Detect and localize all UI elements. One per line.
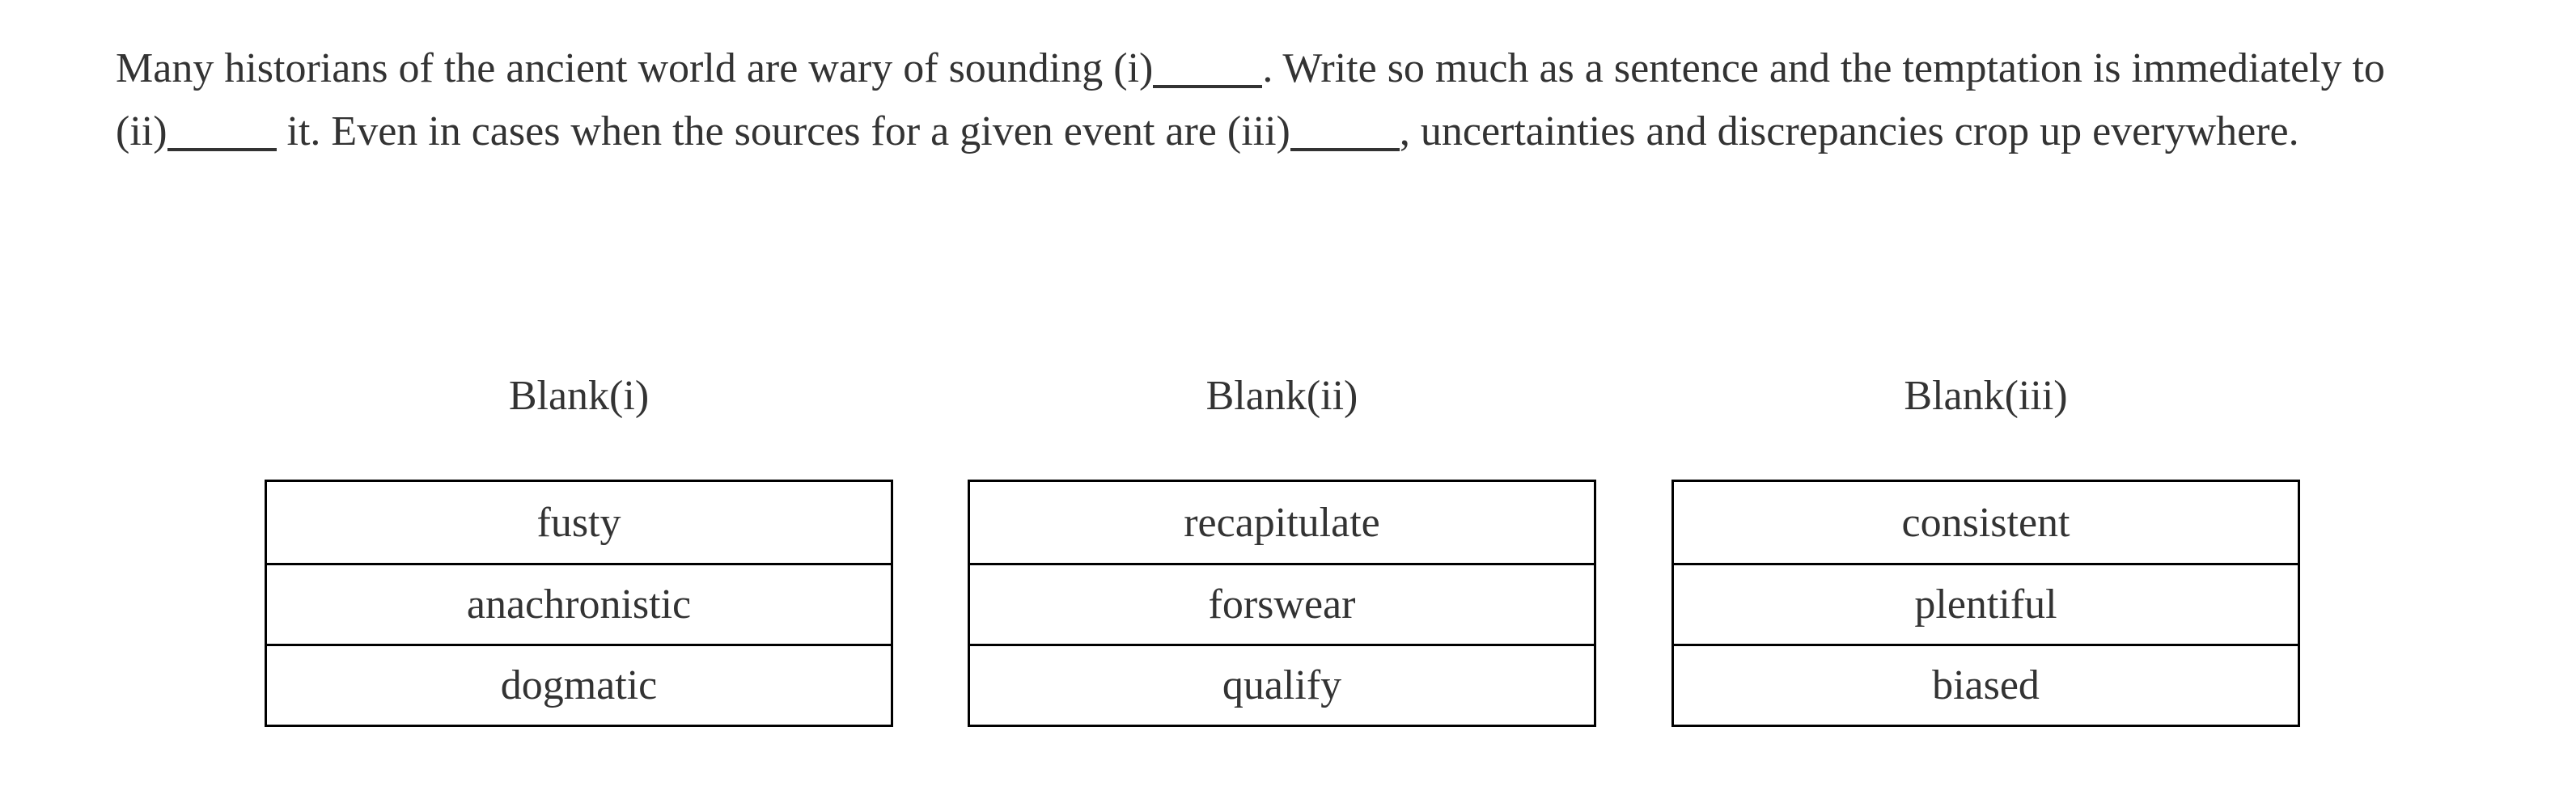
blank-ii-column: Blank(ii) recapitulate forswear qualify (968, 372, 1596, 727)
blank-iii-marker: (iii) (1227, 108, 1290, 154)
blank-ii-marker: (ii) (116, 108, 167, 154)
answer-option[interactable]: qualify (970, 644, 1594, 725)
blank-iii-column: Blank(iii) consistent plentiful biased (1671, 372, 2300, 727)
answer-option[interactable]: plentiful (1674, 563, 2298, 644)
blank-i-marker: (i) (1113, 45, 1154, 91)
blank-iii-options-table: consistent plentiful biased (1671, 480, 2300, 727)
blank-ii-column-header: Blank(ii) (1205, 373, 1358, 419)
blank-i-line (1153, 85, 1263, 88)
blank-ii-options-table: recapitulate forswear qualify (968, 480, 1596, 727)
answer-option[interactable]: recapitulate (1184, 499, 1380, 546)
answer-option[interactable]: consistent (1901, 499, 2070, 546)
passage-segment-3: it. Even in cases when the sources for a… (276, 108, 1227, 154)
blank-i-column: Blank(i) fusty anachronistic dogmatic (265, 372, 893, 727)
blank-iii: (iii) (1227, 108, 1400, 154)
blank-i-options-table: fusty anachronistic dogmatic (265, 480, 893, 727)
blank-iii-line (1290, 148, 1400, 151)
passage-segment-1: Many historians of the ancient world are… (116, 45, 1114, 91)
answer-option[interactable]: anachronistic (267, 563, 891, 644)
passage-segment-2: . Write so much as a sentence and the te… (1262, 45, 2385, 91)
blank-i-column-header: Blank(i) (508, 373, 650, 419)
blank-ii: (ii) (116, 108, 277, 154)
passage-segment-4: , uncertainties and discrepancies crop u… (1399, 108, 2299, 154)
question-passage: Many historians of the ancient world are… (116, 37, 2462, 163)
answer-option[interactable]: fusty (536, 499, 621, 546)
answer-option[interactable]: forswear (970, 563, 1594, 644)
answer-option[interactable]: dogmatic (267, 644, 891, 725)
blank-iii-column-header: Blank(iii) (1904, 373, 2068, 419)
blank-ii-line (167, 148, 277, 151)
answer-option[interactable]: biased (1674, 644, 2298, 725)
blank-i: (i) (1113, 45, 1263, 91)
